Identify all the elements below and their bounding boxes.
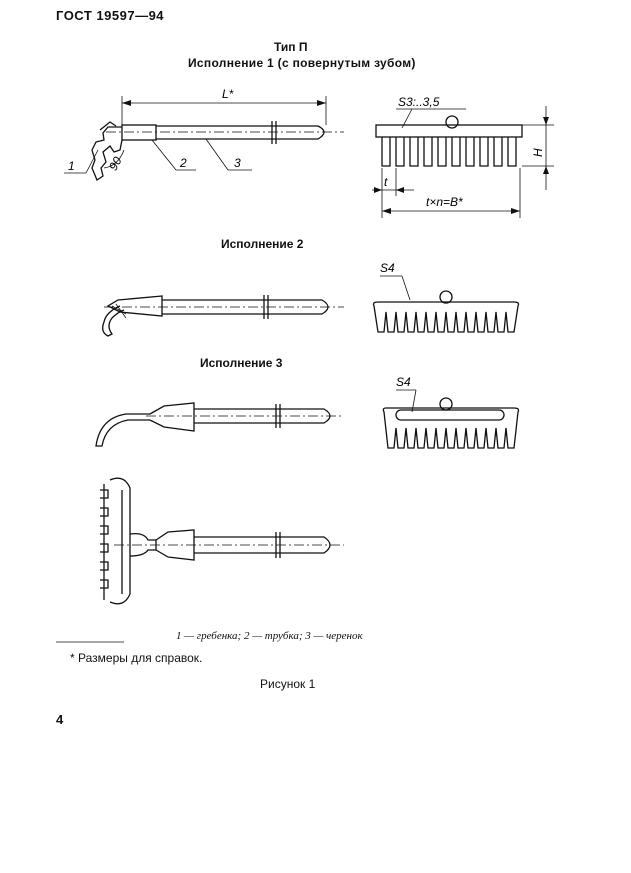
callout-1: 1	[68, 159, 75, 173]
dim-S3-label: S3:..3,5	[398, 95, 440, 109]
callout-3: 3	[234, 156, 241, 170]
dim-S4-label-a: S4	[380, 261, 395, 275]
version-2-title: Исполнение 2	[221, 237, 304, 251]
dim-H-label: H	[531, 148, 545, 157]
dim-B-label: t×n=B*	[426, 195, 463, 209]
angle-label: 90	[106, 154, 125, 173]
footnote: * Размеры для справок.	[70, 651, 203, 665]
version-1-title: Исполнение 1 (с повернутым зубом)	[188, 56, 416, 70]
dim-S4-label-b: S4	[396, 375, 411, 389]
callout-2: 2	[179, 156, 187, 170]
type-title: Тип П	[274, 40, 308, 54]
parts-legend: 1 — гребенка; 2 — трубка; 3 — черенок	[176, 630, 363, 642]
version-3-title: Исполнение 3	[200, 356, 283, 370]
page-number: 4	[56, 712, 64, 727]
dim-t-label: t	[384, 175, 388, 189]
drawing-comb-front-1: S3:..3,5 H t t×n=B*	[372, 95, 554, 218]
standard-header: ГОСТ 19597—94	[56, 8, 165, 23]
dim-L-label: L*	[222, 87, 234, 101]
drawing-t-rake	[100, 477, 344, 605]
drawing-version-2: S4	[102, 261, 520, 337]
drawing-version-3: S4	[95, 375, 520, 449]
drawing-version-1: L* 90 1 2 3	[64, 87, 344, 181]
figure-caption: Рисунок 1	[260, 677, 316, 691]
